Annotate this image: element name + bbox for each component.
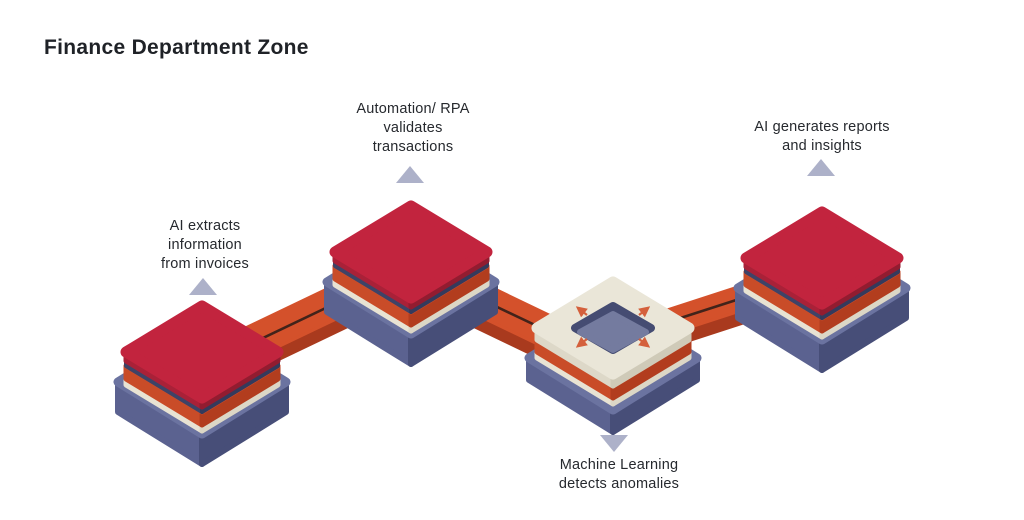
label-detect: Machine Learning detects anomalies [559, 456, 679, 494]
ml-arrow-sw-icon [575, 336, 588, 348]
label-line: transactions [372, 139, 454, 155]
ml-arrow-ne-icon [638, 306, 651, 318]
ml-arrow-se-icon [638, 336, 651, 348]
process-block-detect [524, 276, 702, 435]
label-line: from invoices [160, 256, 250, 272]
ml-corner-arrows [575, 306, 651, 348]
process-block-validate [327, 206, 495, 364]
label-line: AI extracts [169, 218, 241, 234]
label-line: and insights [782, 138, 862, 154]
label-line: AI generates reports [754, 119, 890, 135]
label-line: Automation/ RPA [356, 101, 470, 117]
ml-hole-floor [577, 311, 649, 353]
label-report: AI generates reports and insights [754, 118, 889, 156]
label-extract: AI extracts information from invoices [161, 217, 249, 274]
process-block-report [738, 212, 906, 370]
triangle-up-marker-report [807, 159, 835, 176]
triangle-up-marker-validate [396, 166, 424, 183]
page-title: Finance Department Zone [44, 36, 309, 59]
ml-arrow-nw-icon [575, 306, 588, 318]
label-validate: Automation/ RPA validates transactions [356, 100, 469, 157]
triangle-down-marker-detect [600, 435, 628, 452]
label-line: Machine Learning [559, 457, 679, 473]
triangle-up-marker-extract [189, 278, 217, 295]
label-line: detects anomalies [558, 476, 680, 492]
label-line: validates [383, 120, 443, 136]
label-line: information [168, 237, 242, 253]
